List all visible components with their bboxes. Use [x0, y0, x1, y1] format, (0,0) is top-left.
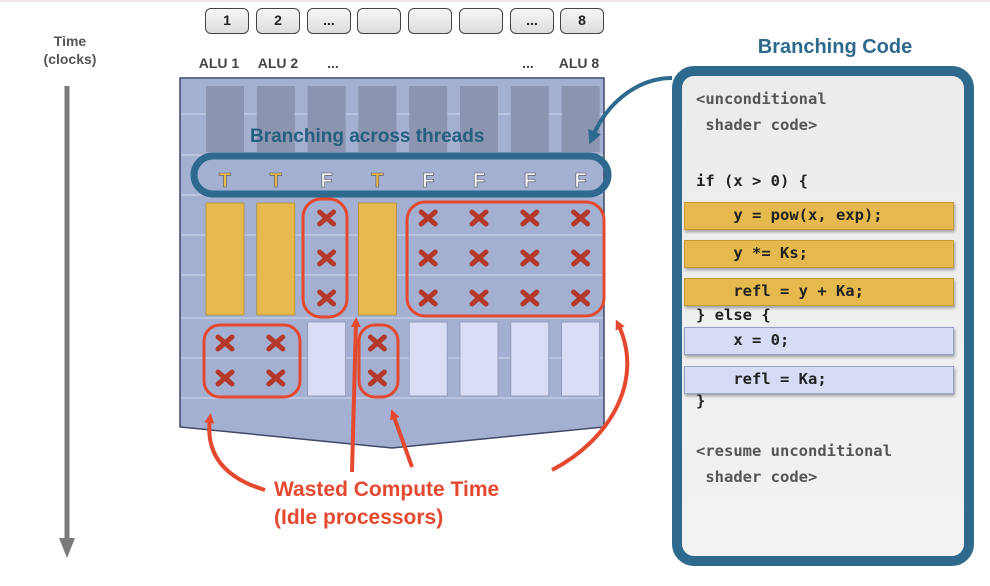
- lane-header-5: [409, 86, 448, 152]
- false-exec-bar-3: [307, 321, 347, 397]
- wasted-x-mark: [571, 289, 591, 307]
- branch-flag-7: F: [524, 170, 536, 192]
- alu-label-3: ...: [327, 55, 339, 71]
- alu-label-7: ...: [522, 55, 534, 71]
- code-panel-title: Branching Code: [757, 36, 913, 58]
- true-exec-bar-2: [256, 202, 296, 316]
- time-axis-label-line2: (clocks): [43, 51, 97, 67]
- wasted-x-mark: [215, 334, 235, 352]
- wasted-groups: [202, 197, 606, 399]
- code-line-5: y *= Ks;: [696, 244, 808, 262]
- wasted-x-mark: [520, 209, 540, 227]
- lane-header-1: [206, 86, 244, 152]
- wasted-group-alu1-2-false: [202, 323, 302, 399]
- branch-flag-3: F: [320, 170, 332, 192]
- branch-flag-1: T: [219, 170, 231, 192]
- wasted-x-mark: [418, 249, 438, 267]
- branch-label: Branching across threads: [250, 126, 485, 147]
- branch-flag-6: F: [473, 170, 485, 192]
- wasted-x-mark: [418, 289, 438, 307]
- wasted-x-mark: [266, 334, 286, 352]
- alu-box-1: 1: [205, 8, 249, 34]
- lane-header-8: [561, 86, 600, 152]
- wasted-x-mark: [571, 249, 591, 267]
- code-highlight-true-2: [684, 240, 954, 268]
- code-highlight-true-1: [684, 202, 954, 230]
- branch-arrow: [588, 76, 673, 145]
- code-line-7: } else {: [696, 306, 771, 324]
- alu-box-5: [408, 8, 452, 34]
- code-line-9: refl = Ka;: [696, 370, 827, 388]
- code-line-1: <unconditional: [696, 90, 827, 108]
- wasted-arrow-4: [551, 319, 630, 472]
- code-line-10: }: [696, 392, 706, 410]
- top-border: [0, 0, 990, 2]
- alu-box-6: [459, 8, 503, 34]
- code-line-12: shader code>: [696, 468, 818, 486]
- wasted-arrows: [204, 317, 630, 492]
- lane-header-4: [358, 86, 397, 152]
- code-line-4: y = pow(x, exp);: [696, 206, 883, 224]
- code-line-8: x = 0;: [696, 331, 790, 349]
- wasted-group-alu3-true: [301, 197, 349, 319]
- wasted-x-mark: [520, 249, 540, 267]
- branch-flags-highlight: [190, 152, 612, 198]
- code-panel-body: <unconditional shader code> if (x > 0) {…: [682, 76, 964, 556]
- branch-flag-4: T: [371, 170, 383, 192]
- false-exec-bar-5: [408, 321, 448, 397]
- lane-header-2: [256, 86, 295, 152]
- branch-flag-5: F: [422, 170, 434, 192]
- code-line-6: refl = y + Ka;: [696, 282, 864, 300]
- wasted-x-mark: [317, 249, 337, 267]
- time-axis-label: Time (clocks): [30, 32, 110, 68]
- wasted-arrow-2: [350, 317, 361, 473]
- wasted-x-mark: [367, 334, 387, 352]
- alu-box-4: [357, 8, 401, 34]
- wasted-arrow-1: [204, 413, 266, 492]
- code-panel: <unconditional shader code> if (x > 0) {…: [672, 66, 974, 566]
- alu-label-1: ALU 1: [198, 55, 240, 71]
- code-highlight-true-3: [684, 278, 954, 306]
- wasted-x-mark: [418, 209, 438, 227]
- false-exec-bar-8: [561, 321, 600, 397]
- alu-box-2: 2: [256, 8, 300, 34]
- branch-flag-2: T: [270, 170, 282, 192]
- lane-header-3: [307, 86, 346, 152]
- wasted-group-alu5-8-true: [405, 200, 606, 318]
- wasted-x-mark: [571, 209, 591, 227]
- code-line-3: if (x > 0) {: [696, 172, 808, 190]
- wasted-x-mark: [367, 369, 387, 387]
- branch-flag-8: F: [574, 170, 586, 192]
- wasted-x-mark: [317, 289, 337, 307]
- wasted-x-mark: [266, 369, 286, 387]
- true-exec-bar-4: [357, 202, 397, 316]
- alu-box-3: ...: [307, 8, 351, 34]
- false-exec-bar-7: [510, 321, 550, 397]
- wasted-x-mark: [469, 249, 489, 267]
- wasted-group-alu4-false: [357, 323, 400, 399]
- code-line-11: <resume unconditional: [696, 442, 892, 460]
- time-axis-label-line1: Time: [53, 33, 87, 49]
- code-line-2: shader code>: [696, 116, 818, 134]
- false-exec-bar-6: [459, 321, 499, 397]
- lane-header-6: [460, 86, 498, 152]
- code-highlight-false-2: [684, 366, 954, 394]
- code-highlight-false-1: [684, 327, 954, 355]
- alu-label-2: ALU 2: [257, 55, 299, 71]
- true-exec-bar-1: [205, 202, 245, 316]
- wasted-x-mark: [469, 209, 489, 227]
- alu-box-7: ...: [510, 8, 554, 34]
- wasted-x-mark: [469, 289, 489, 307]
- alu-label-8: ALU 8: [558, 55, 600, 71]
- wasted-x-mark: [215, 369, 235, 387]
- wasted-label: Wasted Compute Time (Idle processors): [274, 476, 499, 532]
- wasted-label-line2: (Idle processors): [274, 506, 444, 529]
- alu-box-8: 8: [560, 8, 604, 34]
- wasted-label-line1: Wasted Compute Time: [274, 478, 500, 501]
- lane-header-7: [510, 86, 549, 152]
- wasted-x-mark: [317, 209, 337, 227]
- wasted-x-mark: [520, 289, 540, 307]
- wasted-arrow-3: [389, 409, 414, 468]
